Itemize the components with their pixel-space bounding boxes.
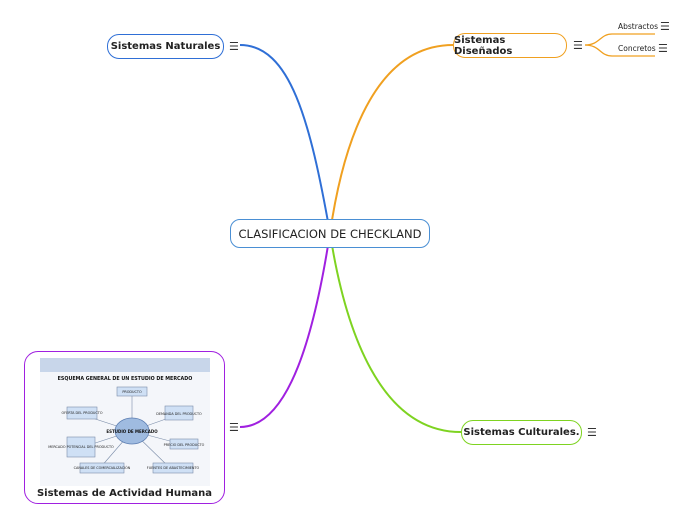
- subtopic-label: Abstractos: [618, 22, 658, 31]
- embedded-box-label: PRODUCTO: [122, 390, 142, 394]
- topic-sistemas-actividad-humana[interactable]: ESQUEMA GENERAL DE UN ESTUDIO DE MERCADO…: [24, 351, 225, 504]
- connector-naturales: [239, 44, 331, 234]
- topic-label: Sistemas Diseñados: [454, 34, 513, 57]
- subtopic-label: Concretos: [618, 44, 656, 53]
- menu-icon[interactable]: ☰: [573, 39, 583, 52]
- topic-label: Sistemas de Actividad Humana: [36, 488, 213, 499]
- embedded-box-label: MERCADO POTENCIAL DEL PRODUCTO: [48, 445, 114, 449]
- embedded-box-label: PRECIO DEL PRODUCTO: [164, 443, 205, 447]
- topic-sistemas-disenados[interactable]: Sistemas Diseñados: [453, 33, 567, 58]
- embedded-center-ellipse: [114, 417, 150, 445]
- menu-icon[interactable]: ☰: [660, 20, 670, 33]
- topic-sistemas-culturales[interactable]: Sistemas Culturales.: [461, 420, 582, 445]
- connector-actividad: [239, 232, 331, 428]
- topic-label: Sistemas Naturales: [110, 41, 221, 52]
- embedded-center-label: ESTUDIO DE MERCADO: [106, 429, 158, 434]
- topic-sistemas-naturales[interactable]: Sistemas Naturales: [107, 34, 224, 59]
- menu-icon[interactable]: ☰: [229, 40, 239, 53]
- embedded-box-label: CANALES DE COMERCIALIZACIÓN: [74, 465, 131, 470]
- central-topic[interactable]: CLASIFICACION DE CHECKLAND: [230, 219, 430, 248]
- embedded-title: ESQUEMA GENERAL DE UN ESTUDIO DE MERCADO: [58, 376, 193, 382]
- connector-abstractos: [584, 33, 655, 46]
- connector-culturales: [329, 232, 462, 433]
- subtopic-abstractos[interactable]: Abstractos: [618, 22, 658, 31]
- central-topic-label: CLASIFICACION DE CHECKLAND: [238, 226, 422, 241]
- embedded-diagram-image: ESQUEMA GENERAL DE UN ESTUDIO DE MERCADO…: [40, 358, 210, 486]
- connector-disenados: [329, 44, 454, 234]
- menu-icon[interactable]: ☰: [587, 426, 597, 439]
- menu-icon[interactable]: ☰: [229, 421, 239, 434]
- embedded-box-label: DEMANDA DEL PRODUCTO: [156, 412, 202, 416]
- topic-label: Sistemas Culturales.: [463, 427, 580, 438]
- embedded-box-label: FUENTES DE ABASTECIMIENTO: [147, 466, 200, 470]
- subtopic-concretos[interactable]: Concretos: [618, 44, 656, 53]
- connector-concretos: [584, 44, 655, 57]
- menu-icon[interactable]: ☰: [658, 42, 668, 55]
- embedded-box-label: OFERTA DEL PRODUCTO: [61, 411, 102, 415]
